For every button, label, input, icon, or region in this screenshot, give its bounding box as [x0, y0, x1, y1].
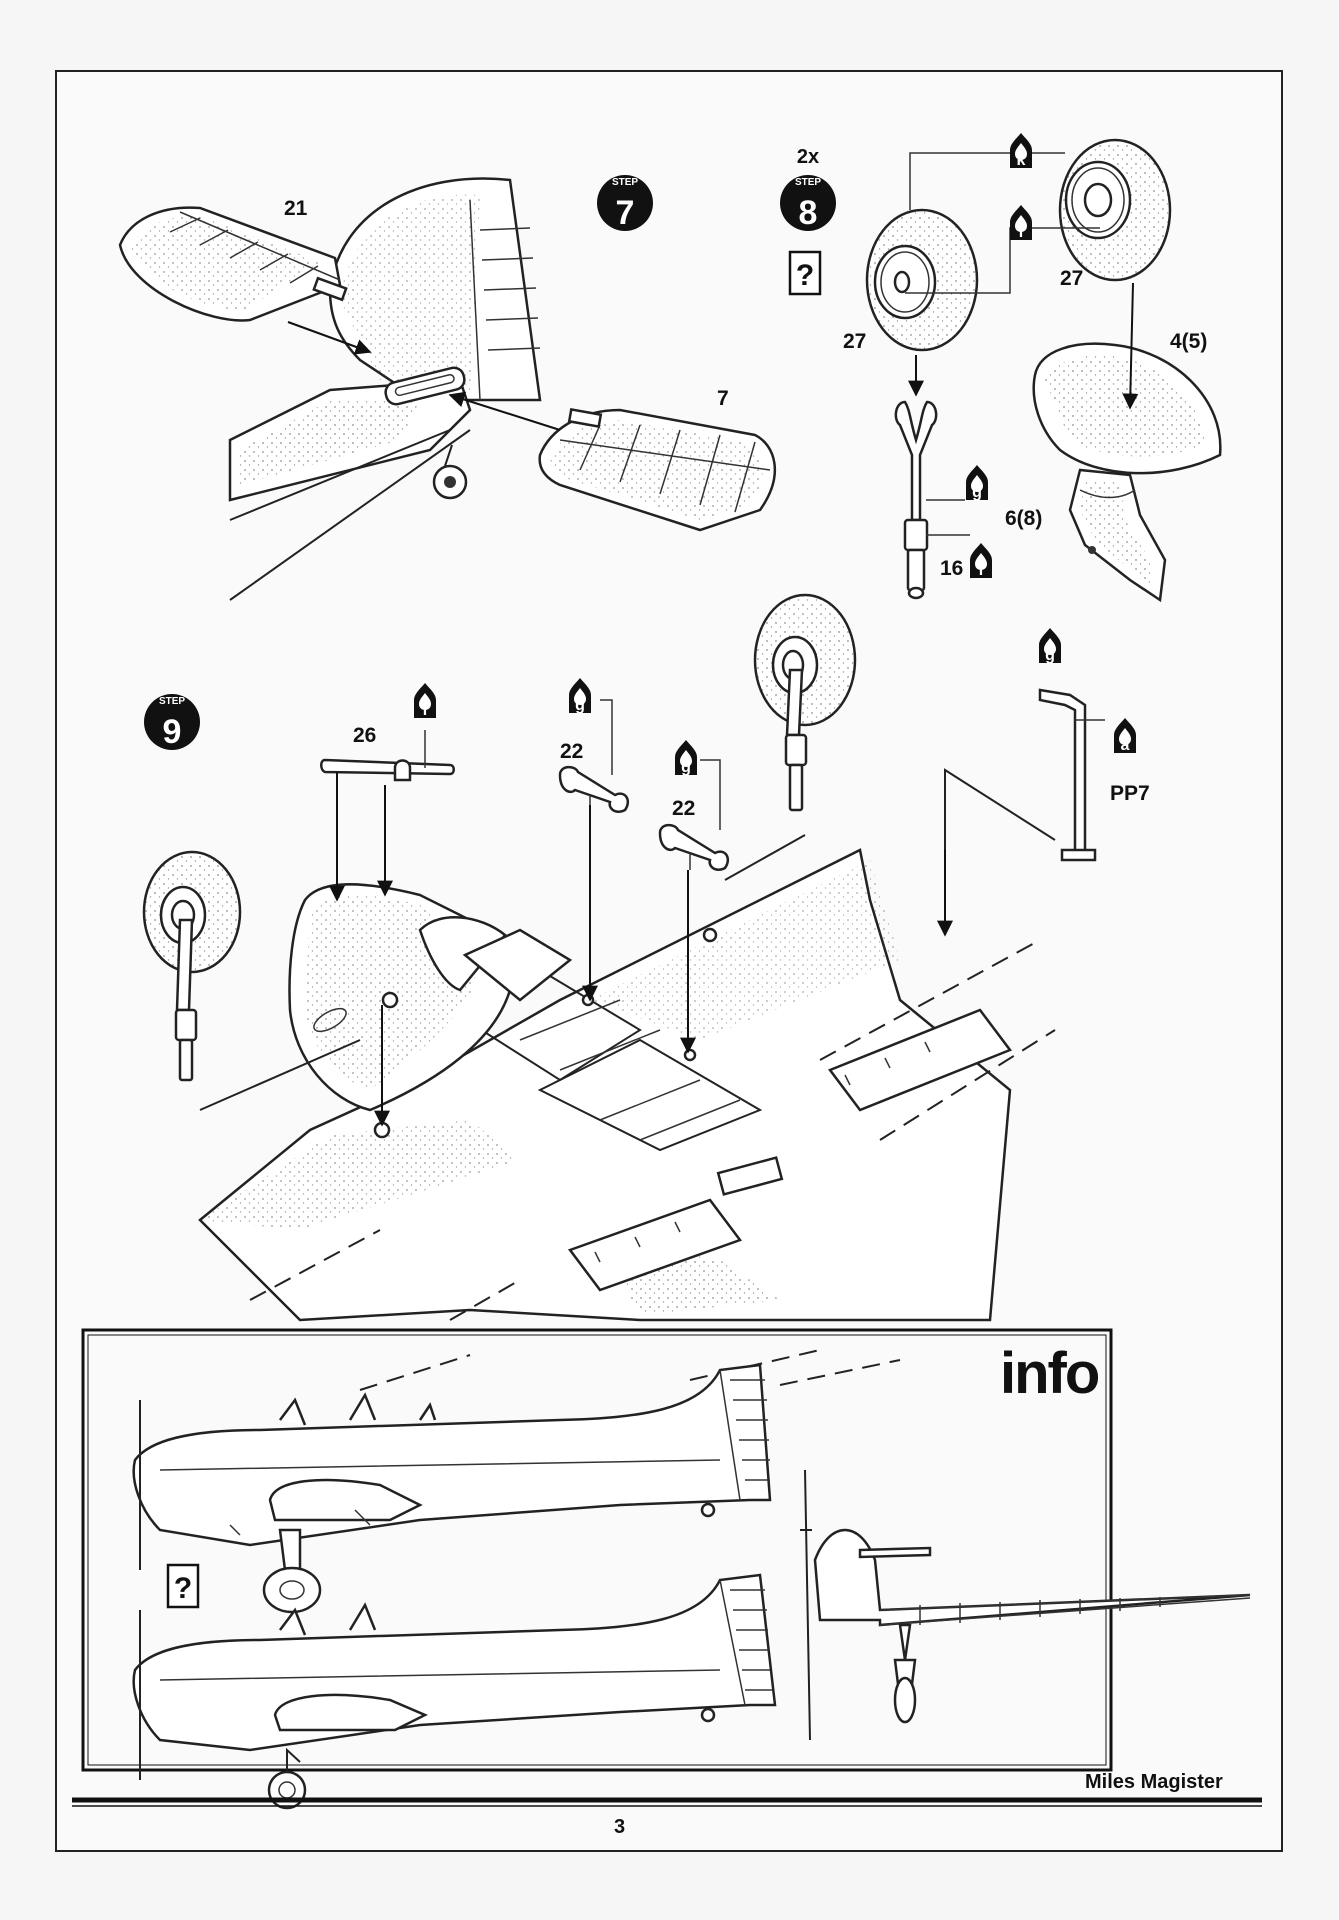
step7-tail-assembly — [118, 177, 777, 601]
page-number: 3 — [614, 1816, 626, 1838]
label-part-22-a: 22 — [560, 740, 583, 763]
label-part-22-b: 22 — [672, 797, 695, 820]
drop-g-3: g — [675, 740, 697, 776]
drop-g-2: g — [569, 678, 591, 714]
label-part-6-8: 6(8) — [1005, 507, 1042, 530]
info-title: info — [1000, 1341, 1100, 1406]
drop-g-1: g — [966, 465, 988, 501]
drop-g-4: g — [1039, 628, 1061, 664]
info-box — [81, 1328, 1251, 1810]
step8-badge-number: 8 — [799, 194, 818, 232]
step8-multiplier: 2x — [797, 146, 819, 168]
drop-k: k — [1010, 133, 1032, 169]
drop-g-3-letter: g — [681, 759, 691, 776]
step9-badge-label: STEP — [159, 696, 185, 707]
query-mark-step8-text: ? — [796, 259, 814, 292]
label-part-27-left: 27 — [843, 330, 866, 353]
drop-a: a — [1114, 718, 1136, 754]
query-mark-step8: ? — [788, 250, 822, 296]
label-part-26: 26 — [353, 724, 376, 747]
drop-a-letter: a — [1121, 737, 1130, 754]
model-name: Miles Magister — [1085, 1771, 1223, 1793]
drop-l: l — [414, 683, 436, 719]
label-part-16: 16 — [940, 557, 963, 580]
label-part-21: 21 — [284, 197, 308, 220]
main-leg-6 — [894, 400, 938, 600]
label-part-7: 7 — [717, 387, 729, 410]
drop-g-4-letter: g — [1045, 647, 1055, 664]
step9-badge: STEP 9 — [144, 694, 200, 751]
step8-badge-label: STEP — [795, 177, 821, 188]
label-part-pp7: PP7 — [1110, 782, 1150, 805]
label-part-27-right: 27 — [1060, 267, 1083, 290]
query-mark-info-text: ? — [174, 1572, 192, 1605]
drop-f-1-letter: f — [1018, 224, 1024, 241]
drop-f-2: f — [970, 543, 992, 579]
query-mark-info: ? — [166, 1563, 200, 1609]
step7-badge: STEP 7 — [597, 175, 653, 232]
wheel-spat-4 — [1032, 342, 1222, 603]
drop-k-letter: k — [1017, 152, 1026, 169]
step8-badge: 2x STEP 8 — [780, 146, 836, 232]
drop-g-2-letter: g — [575, 697, 585, 714]
step9-badge-number: 9 — [163, 713, 182, 751]
drop-l-letter: l — [423, 702, 427, 719]
step7-badge-number: 7 — [616, 194, 635, 232]
drop-g-1-letter: g — [972, 484, 982, 501]
wheel-27-right — [1058, 138, 1172, 282]
step7-badge-label: STEP — [612, 177, 638, 188]
step9-wing-assembly — [142, 593, 1105, 1322]
drop-f-1: f — [1010, 205, 1032, 241]
label-part-4-5: 4(5) — [1170, 330, 1207, 353]
wheel-27-left — [865, 208, 979, 352]
drop-f-2-letter: f — [978, 562, 984, 579]
